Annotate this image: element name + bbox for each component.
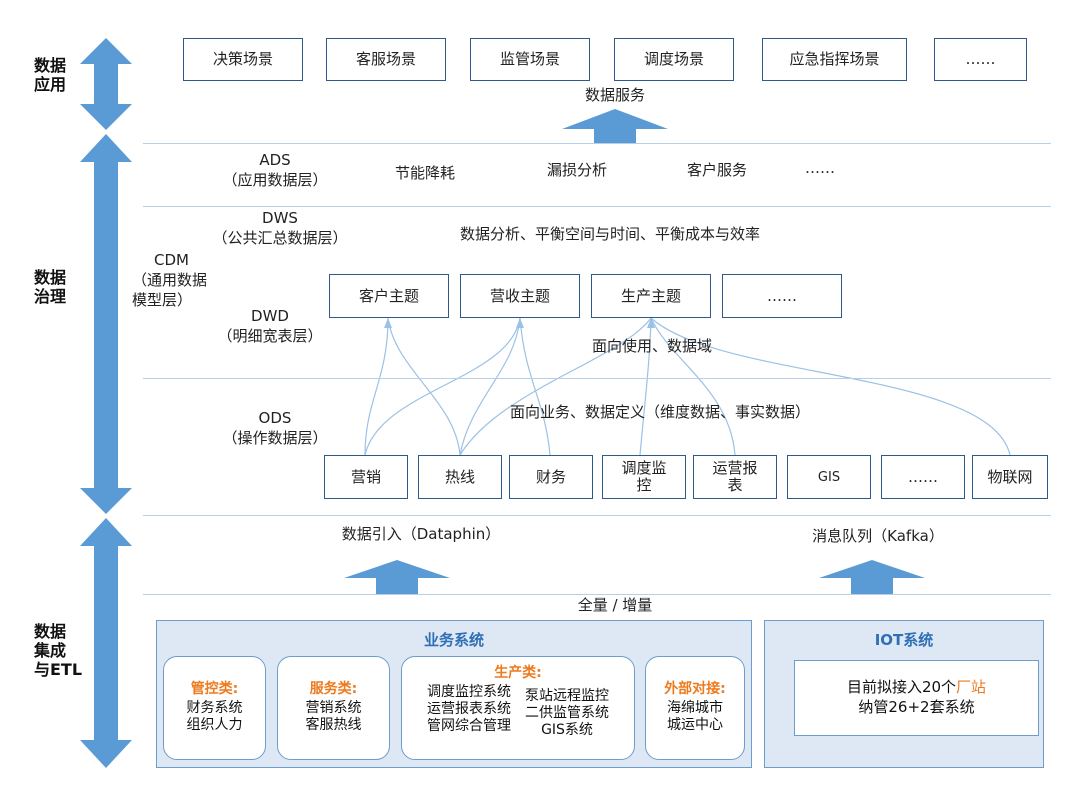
kafka-up-arrow — [819, 560, 925, 594]
group-item: 海绵城市 — [667, 700, 723, 716]
source-marketing: 营销 — [324, 455, 408, 499]
group-external: 外部对接: 海绵城市 城运中心 — [645, 656, 745, 760]
ods-layer-label: ODS （操作数据层） — [210, 408, 340, 448]
group-production: 生产类: 调度监控系统 运营报表系统 管网综合管理 泵站远程监控 二供监管系统 … — [401, 656, 635, 760]
iot-description-box: 目前拟接入20个厂站 纳管26+2套系统 — [794, 660, 1039, 736]
group-item: GIS系统 — [541, 722, 593, 738]
ods-note: 面向业务、数据定义（维度数据、事实数据） — [509, 403, 810, 421]
iot-line1: 目前拟接入20个厂站 — [795, 677, 1038, 697]
iot-line1-prefix: 目前拟接入20个 — [846, 678, 957, 696]
group-category: 服务类: — [309, 681, 358, 697]
layer-desc: （公共汇总数据层） — [212, 229, 348, 247]
divider-ingest — [143, 594, 1051, 595]
scenario-more: …… — [934, 38, 1027, 81]
group-item: 二供监管系统 — [525, 705, 609, 721]
cdm-line: 模型层） — [132, 291, 193, 309]
group-item: 组织人力 — [186, 717, 243, 733]
ingest-kafka-label: 消息队列（Kafka） — [812, 527, 944, 545]
group-item: 泵站远程监控 — [525, 688, 609, 704]
side-label-line: 治理 — [34, 287, 67, 306]
cdm-label: CDM （通用数据 模型层） — [132, 250, 232, 310]
source-hotline: 热线 — [418, 455, 502, 499]
group-service: 服务类: 营销系统 客服热线 — [277, 656, 390, 760]
group-category: 生产类: — [494, 665, 542, 681]
production-col2: 泵站远程监控 二供监管系统 GIS系统 — [525, 684, 609, 739]
ads-item-leakage: 漏损分析 — [546, 161, 607, 179]
layer-desc: （操作数据层） — [222, 429, 328, 447]
group-category: 管控类: — [190, 681, 239, 697]
scenario-customer-service: 客服场景 — [326, 38, 446, 81]
side-label-line: 集成 — [34, 641, 67, 660]
divider-ods-ingest — [143, 515, 1051, 516]
layer-name: ODS — [258, 409, 292, 427]
source-finance: 财务 — [509, 455, 593, 499]
ads-item-customer: 客户服务 — [686, 161, 747, 179]
group-item: 运营报表系统 — [427, 701, 511, 717]
scenario-supervision: 监管场景 — [470, 38, 590, 81]
layer-name: ADS — [259, 151, 291, 169]
iot-system-title: IOT系统 — [874, 631, 934, 649]
ads-item-energy: 节能降耗 — [394, 164, 455, 182]
side-label-line: 数据 — [34, 622, 67, 641]
dwd-layer-label: DWD （明细宽表层） — [200, 306, 340, 346]
ads-item-more: …… — [805, 159, 835, 177]
side-label-line: 应用 — [34, 75, 67, 94]
source-operation-report: 运营报表 — [693, 455, 777, 499]
group-item: 城运中心 — [667, 717, 723, 733]
group-item: 调度监控系统 — [427, 684, 511, 700]
dws-layer-label: DWS （公共汇总数据层） — [190, 208, 370, 248]
group-control: 管控类: 财务系统 组织人力 — [163, 656, 266, 760]
iot-line1-highlight: 厂站 — [956, 678, 987, 696]
group-item: 客服热线 — [305, 717, 362, 733]
layer-desc: （明细宽表层） — [217, 327, 323, 345]
ods-dwd-connectors — [364, 317, 1011, 456]
layer-desc: （应用数据层） — [222, 171, 328, 189]
production-col1: 调度监控系统 运营报表系统 管网综合管理 — [427, 684, 511, 739]
topic-revenue: 营收主题 — [460, 274, 580, 318]
application-double-arrow — [80, 38, 132, 130]
divider-ads-dws — [143, 206, 1051, 207]
data-service-label: 数据服务 — [584, 86, 645, 104]
dws-description: 数据分析、平衡空间与时间、平衡成本与效率 — [459, 225, 760, 243]
layer-name: DWD — [251, 307, 289, 325]
side-label-integration: 数据 集成 与ETL — [34, 622, 82, 679]
source-dispatch-monitoring: 调度监控 — [602, 455, 686, 499]
source-iot: 物联网 — [972, 455, 1048, 499]
group-category: 外部对接: — [664, 681, 726, 697]
layer-name: DWS — [262, 209, 298, 227]
integration-double-arrow — [80, 518, 132, 768]
ingest-mode-label: 全量 / 增量 — [577, 596, 653, 614]
topic-customer: 客户主题 — [329, 274, 449, 318]
dwd-note: 面向使用、数据域 — [591, 337, 712, 355]
cdm-line: CDM — [154, 251, 189, 269]
source-gis: GIS — [787, 455, 871, 499]
topic-more: …… — [722, 274, 842, 318]
divider-dwd-ods — [143, 378, 1051, 379]
divider-top — [143, 143, 1051, 144]
iot-line2: 纳管26+2套系统 — [858, 698, 975, 716]
source-more: …… — [881, 455, 965, 499]
scenario-emergency: 应急指挥场景 — [762, 38, 907, 81]
dataphin-up-arrow — [344, 560, 450, 594]
governance-double-arrow — [80, 134, 132, 514]
ads-layer-label: ADS （应用数据层） — [200, 150, 350, 190]
side-label-line: 与ETL — [34, 660, 83, 679]
scenario-dispatch: 调度场景 — [614, 38, 734, 81]
group-item: 营销系统 — [305, 700, 362, 716]
side-label-governance: 数据 治理 — [34, 268, 66, 306]
side-label-line: 数据 — [34, 268, 67, 287]
production-columns: 调度监控系统 运营报表系统 管网综合管理 泵站远程监控 二供监管系统 GIS系统 — [402, 684, 634, 739]
ingest-dataphin-label: 数据引入（Dataphin） — [341, 525, 501, 543]
data-service-up-arrow — [562, 109, 668, 143]
topic-production: 生产主题 — [591, 274, 711, 318]
business-systems-title: 业务系统 — [423, 631, 484, 649]
group-item: 管网综合管理 — [427, 718, 511, 734]
scenario-decision: 决策场景 — [183, 38, 303, 81]
connector-arrowheads — [384, 318, 655, 328]
side-label-application: 数据 应用 — [34, 56, 66, 94]
group-item: 财务系统 — [186, 700, 243, 716]
side-label-line: 数据 — [34, 56, 67, 75]
cdm-line: （通用数据 — [132, 271, 208, 289]
